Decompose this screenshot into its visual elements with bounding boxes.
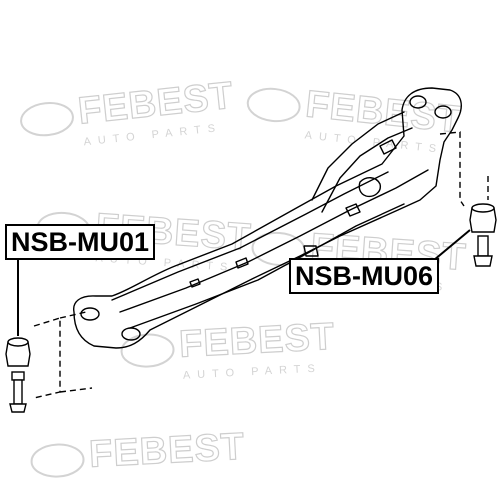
bushing-left-top (7, 337, 29, 347)
crossmember-rib-bottom (129, 203, 405, 329)
crossmember-spine-2 (321, 127, 413, 213)
mount-hole-right-2 (434, 105, 452, 119)
dashed-guide-right (439, 131, 465, 207)
bolt-left-shank (13, 379, 23, 405)
cutout-small-4 (379, 139, 397, 155)
watermark-1: FEBEST AUTO PARTS (20, 74, 236, 148)
cutout-small-1 (345, 203, 361, 217)
crossmember-drawing (73, 87, 462, 349)
bolt-left-nut (9, 403, 27, 413)
part-label-nsb-mu06: NSB-MU06 (289, 258, 440, 294)
mount-hole-right (409, 95, 427, 109)
watermark-tagline: AUTO PARTS (183, 362, 323, 381)
mount-hole-left-2 (121, 327, 141, 341)
cutout-small-3 (189, 278, 201, 288)
bolt-right-nut (473, 255, 493, 267)
crossmember-rib-top (111, 171, 389, 301)
crossmember-rib-mid (119, 169, 429, 313)
watermark-brand: FEBEST (88, 426, 246, 476)
crossmember-outline (73, 87, 462, 349)
right-bushing-assembly (409, 131, 497, 281)
watermark-5: FEBEST AUTO PARTS (120, 315, 337, 382)
dashed-guide-left-2 (59, 311, 93, 393)
crossmember-spine (311, 111, 405, 201)
dashed-guide-left (33, 317, 61, 399)
bolt-right-shank (477, 235, 489, 257)
cutout-large (358, 177, 381, 198)
bolt-plate (303, 245, 319, 257)
watermark-2: FEBEST AUTO PARTS (246, 83, 464, 156)
left-bushing-assembly (5, 254, 93, 413)
mount-hole-left (80, 307, 100, 321)
watermark-6: FEBEST (30, 425, 247, 478)
watermark-brand: FEBEST (178, 316, 336, 366)
bolt-left-head (11, 371, 25, 381)
cutout-small-2 (235, 257, 249, 269)
bushing-right-top (471, 203, 495, 213)
part-label-nsb-mu01: NSB-MU01 (5, 224, 156, 260)
